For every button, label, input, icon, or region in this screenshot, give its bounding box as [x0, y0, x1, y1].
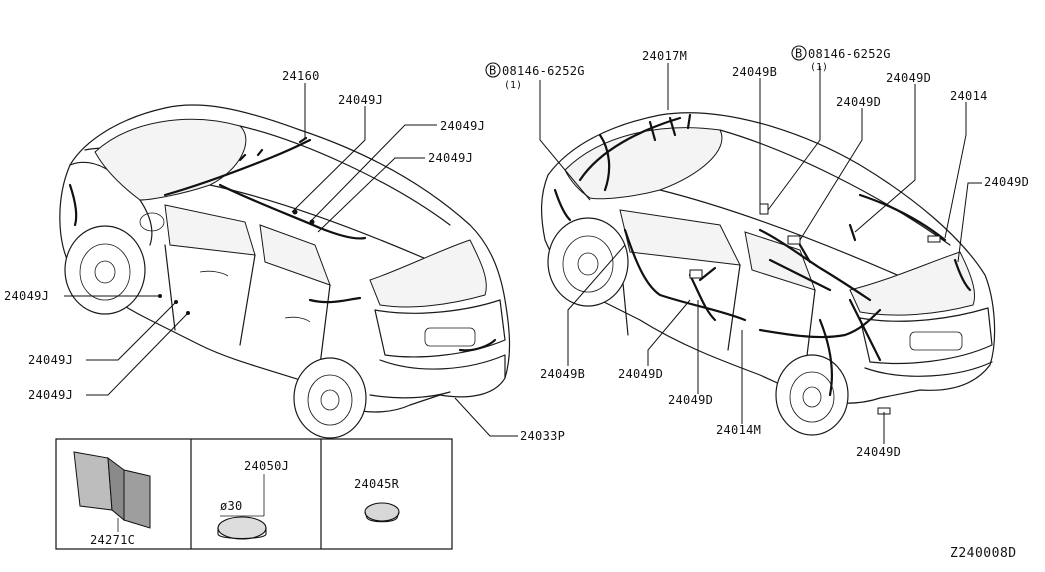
bolt-callout-2: B 08146-6252G (1): [791, 45, 891, 73]
label-24271C: 24271C: [90, 533, 135, 547]
label-24045R: 24045R: [354, 477, 400, 491]
label-24049J-left: 24049J: [4, 289, 49, 303]
grommet-part: 24050J ø30: [217, 459, 289, 540]
label-24160: 24160: [282, 69, 320, 83]
plug-part: 24045R: [354, 477, 400, 523]
bolt-1-qty: (1): [504, 80, 522, 91]
label-24049D-right: 24049D: [984, 175, 1029, 189]
bolt-marker: B: [489, 64, 497, 78]
label-24033P: 24033P: [520, 429, 565, 443]
figure-code: Z240008D: [950, 546, 1017, 561]
bolt-callout-1: B 08146-6252G (1): [485, 62, 585, 91]
left-vehicle: [59, 104, 511, 439]
label-24049B-top: 24049B: [732, 65, 777, 79]
label-24014M: 24014M: [716, 423, 761, 437]
label-24049D-bottom: 24049D: [856, 445, 901, 459]
right-vehicle: [540, 112, 996, 436]
label-24049J-r1: 24049J: [440, 119, 485, 133]
bolt-2-qty: (1): [810, 62, 828, 73]
label-24049D-top: 24049D: [886, 71, 931, 85]
leader-lines: [64, 63, 982, 444]
grommet-diameter: ø30: [220, 499, 243, 513]
bolt-2-code: 08146-6252G: [808, 47, 891, 61]
inset-parts-box: 24271C 24050J ø30 24045R: [55, 438, 453, 550]
label-24049J-low1: 24049J: [28, 353, 73, 367]
label-24049J-r2: 24049J: [428, 151, 473, 165]
tape-part: 24271C: [73, 451, 151, 547]
label-24049D-low2: 24049D: [668, 393, 713, 407]
bolt-marker: B: [795, 47, 803, 61]
label-24049J-top: 24049J: [338, 93, 383, 107]
part-labels: 24160 24049J 24049J 24049J 24049J 24049J…: [4, 45, 1029, 459]
label-24049J-low2: 24049J: [28, 388, 73, 402]
bolt-1-code: 08146-6252G: [502, 64, 585, 78]
label-24049B-low: 24049B: [540, 367, 585, 381]
label-24014: 24014: [950, 89, 988, 103]
label-24017M: 24017M: [642, 49, 687, 63]
label-24049D-low1: 24049D: [618, 367, 663, 381]
label-24050J: 24050J: [244, 459, 289, 473]
label-24049D-mid: 24049D: [836, 95, 881, 109]
